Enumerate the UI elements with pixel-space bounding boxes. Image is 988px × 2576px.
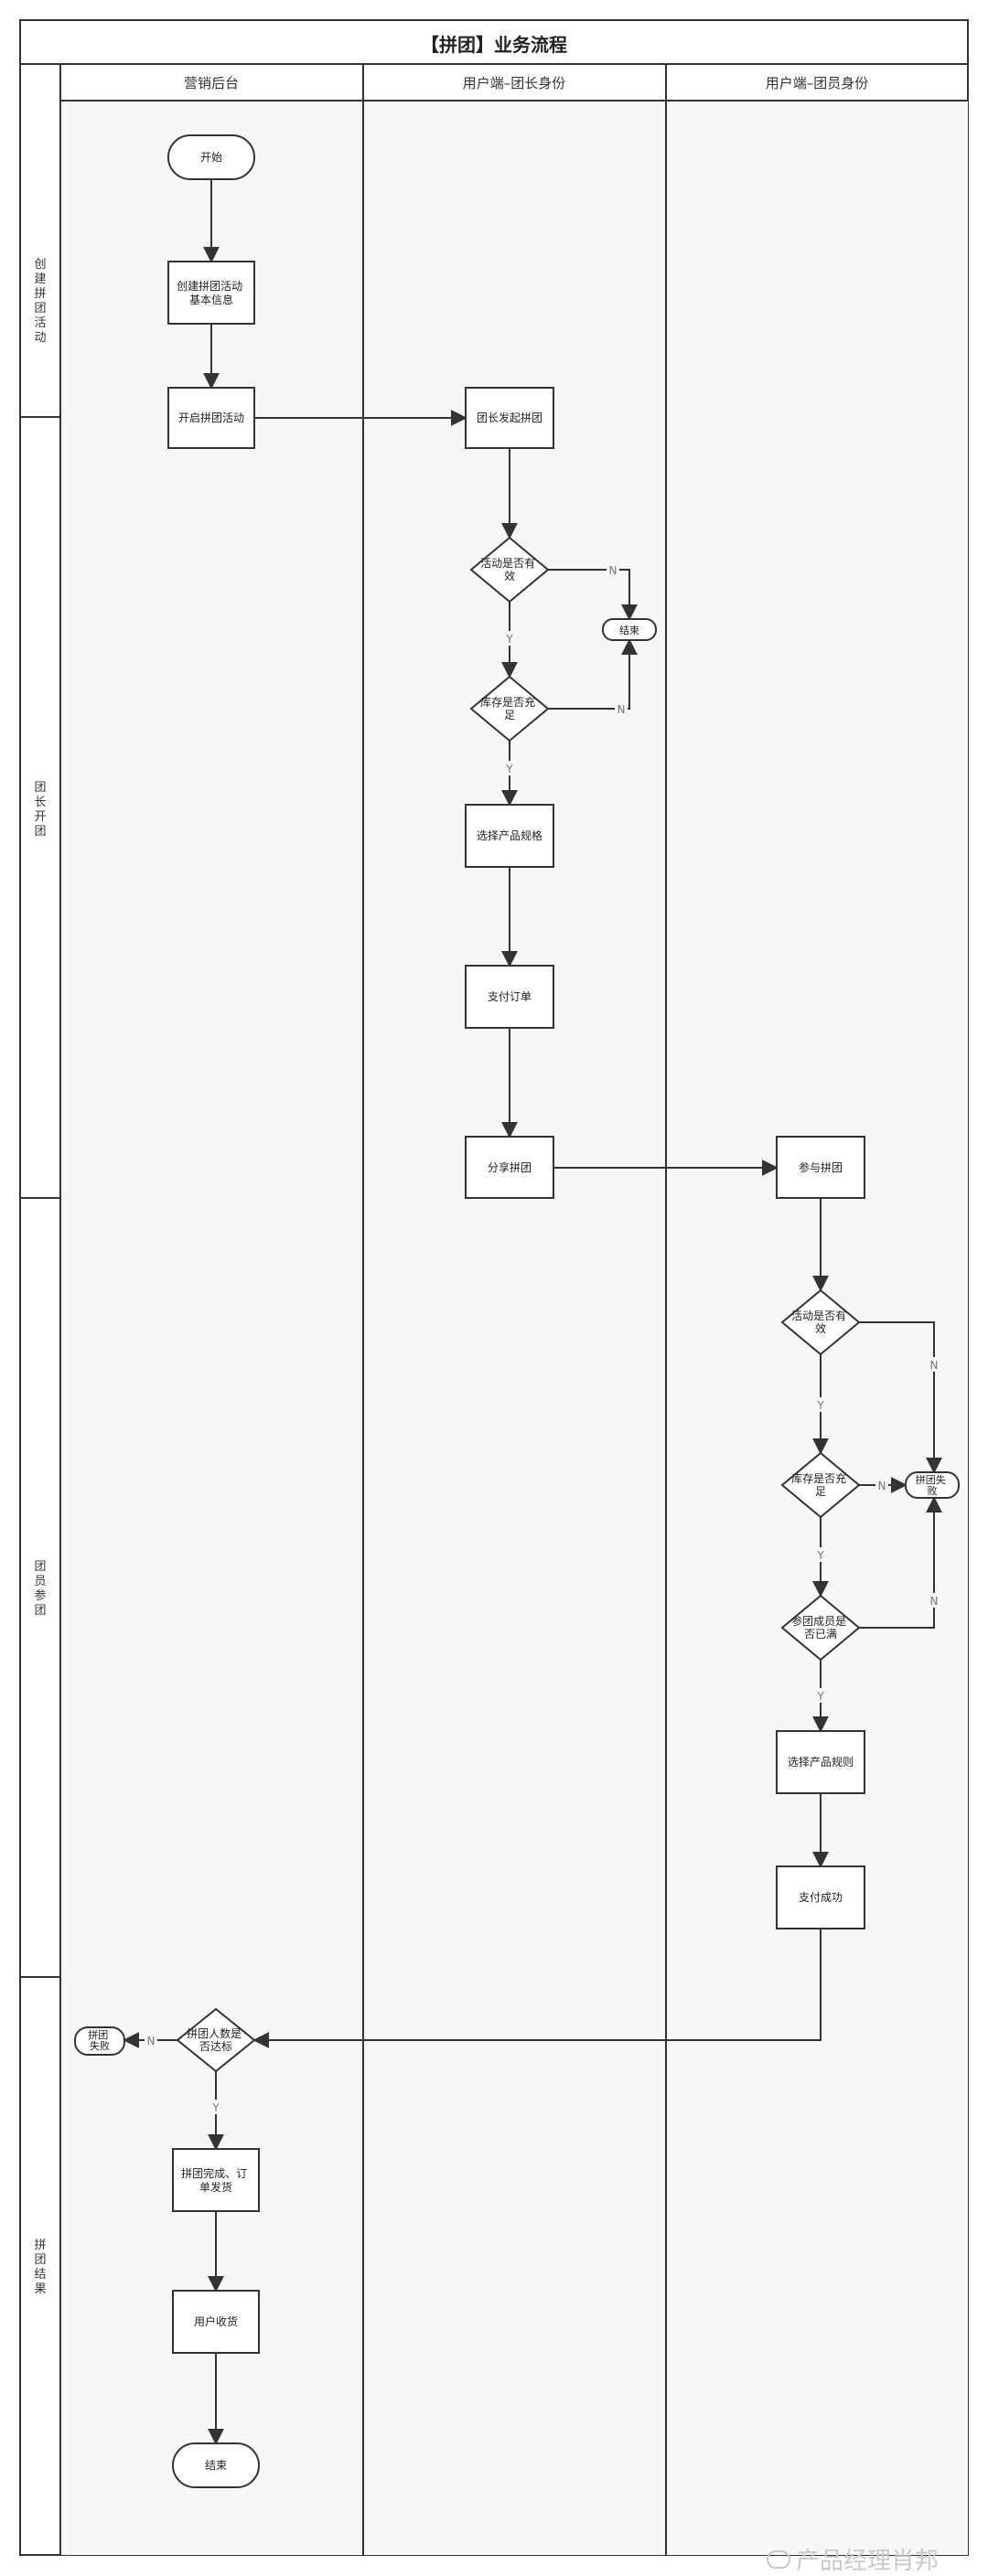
receive-node — [172, 2290, 260, 2354]
leader-end-node — [602, 618, 657, 641]
leader-end-label: 结束 — [619, 625, 639, 636]
member-valid-label: 活动是否有 效 — [791, 1309, 850, 1335]
member-full-label: 参团成员是 否已满 — [791, 1614, 850, 1641]
admin-fail-label: 拼团 失败 — [88, 2028, 112, 2052]
open-activity-node — [167, 387, 255, 449]
phase-label-create: 创建拼团活动 — [34, 258, 46, 345]
pay-success-label: 支付成功 — [799, 1891, 843, 1904]
create-info-node — [167, 261, 255, 325]
select-rule-label: 选择产品规则 — [788, 1755, 854, 1769]
lane-bg-leader — [363, 101, 666, 2555]
member-fail-node — [905, 1471, 960, 1499]
edge-label-no: N — [930, 1595, 939, 1608]
end-node — [172, 2442, 260, 2488]
complete-label: 拼团完成、订 单发货 — [181, 2166, 251, 2194]
lane-header-member: 用户端–团员身份 — [766, 75, 869, 91]
diagram-title: 【拼团】业务流程 — [421, 34, 567, 56]
share-node — [465, 1136, 554, 1199]
edge-label-no: N — [609, 564, 618, 577]
edge-label-yes: Y — [816, 1399, 824, 1412]
edge-label-no: N — [147, 2035, 156, 2047]
edge-label-yes: Y — [816, 1549, 824, 1562]
phase-label-text: 团长开团 — [34, 781, 46, 839]
start-label: 开始 — [200, 151, 222, 164]
edge-label-yes: Y — [211, 2101, 220, 2114]
edge-label-yes: Y — [816, 1690, 824, 1703]
member-stock-decision — [780, 1451, 861, 1519]
join-label: 参与拼团 — [799, 1160, 843, 1174]
phase-label-result: 拼团结果 — [34, 2239, 46, 2296]
pay-success-node — [776, 1865, 865, 1929]
count-reached-label: 拼团人数是 否达标 — [187, 2026, 245, 2053]
phase-label-member: 团员参团 — [34, 1560, 46, 1618]
count-reached-decision — [176, 2007, 256, 2073]
lane-header-leader: 用户端–团长身份 — [463, 75, 566, 91]
leader-stock-label: 库存是否充 足 — [480, 695, 539, 721]
member-fail-label: 拼团失 败 — [916, 1473, 950, 1497]
join-node — [776, 1136, 865, 1199]
complete-node — [172, 2148, 260, 2212]
select-rule-node — [776, 1730, 865, 1794]
leader-stock-decision — [469, 675, 550, 743]
phase-label-leader: 团长开团 — [34, 781, 46, 839]
select-spec-label: 选择产品规格 — [477, 828, 542, 842]
edge-label-yes: Y — [505, 763, 513, 775]
edge-valid-end-no — [548, 569, 638, 621]
watermark-text: 产品经理肖邦 — [796, 2548, 940, 2575]
member-full-decision — [780, 1594, 861, 1662]
edge-labels: N Y N Y N Y N Y N Y N Y — [145, 563, 940, 2114]
edge-paysuccess-count — [252, 1929, 822, 2048]
leader-valid-decision — [469, 536, 550, 604]
phase-label-text: 创建拼团活动 — [34, 258, 46, 345]
watermark: 产品经理肖邦 — [767, 2542, 939, 2576]
share-label: 分享拼团 — [488, 1160, 532, 1174]
end-label: 结束 — [205, 2459, 227, 2472]
leader-start-label: 团长发起拼团 — [477, 411, 542, 424]
phase-label-text: 拼团结果 — [34, 2239, 46, 2296]
leader-start-node — [465, 387, 554, 449]
pay-order-node — [465, 965, 554, 1029]
open-activity-label: 开启拼团活动 — [178, 412, 244, 424]
member-valid-decision — [780, 1288, 861, 1356]
edge-label-yes: Y — [505, 633, 513, 646]
edge-stock-end-no — [548, 638, 638, 710]
create-info-label: 创建拼团活动 基本信息 — [177, 280, 246, 306]
start-node — [167, 134, 255, 180]
edge-label-no: N — [930, 1359, 939, 1372]
pay-order-label: 支付订单 — [488, 990, 532, 1003]
receive-label: 用户收货 — [194, 2314, 238, 2328]
leader-valid-label: 活动是否有 效 — [480, 557, 539, 583]
select-spec-node — [465, 804, 554, 868]
lane-header-admin: 营销后台 — [184, 75, 239, 91]
member-stock-label: 库存是否充 足 — [791, 1471, 850, 1498]
edge-mvalid-fail-no — [859, 1321, 942, 1474]
edge-label-no: N — [878, 1480, 886, 1492]
edge-label-no: N — [618, 703, 626, 716]
phase-label-text: 团员参团 — [34, 1560, 46, 1618]
wechat-icon — [767, 2549, 790, 2569]
edge-full-fail-no — [859, 1496, 942, 1629]
admin-fail-node — [74, 2026, 125, 2056]
